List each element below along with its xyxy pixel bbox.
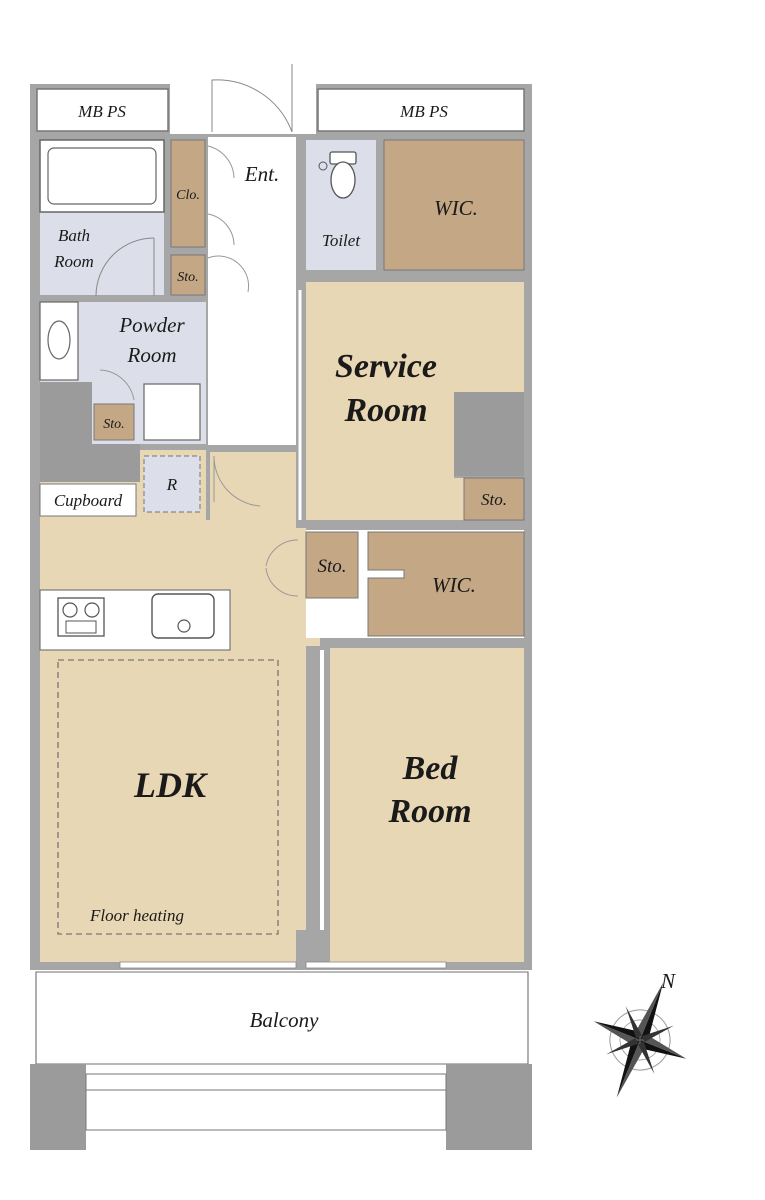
storage-powder-label: Sto. <box>103 417 124 432</box>
storage-powder <box>93 403 135 441</box>
service-room <box>306 282 524 520</box>
service-label-line1: Service <box>335 348 437 385</box>
bath-label-line2: Room <box>53 252 94 271</box>
mid-door-swing <box>265 539 299 597</box>
balcony-pillar-left <box>30 1064 86 1150</box>
ldk-floor <box>40 450 320 962</box>
refrigerator-label: R <box>166 475 178 494</box>
bathtub-inner <box>47 147 157 205</box>
ldk-label: LDK <box>133 765 209 805</box>
bath-label-line1: Bath <box>58 226 90 245</box>
powder-label-line2: Room <box>127 343 177 367</box>
balcony <box>35 971 529 1065</box>
closet-door-swing <box>207 145 235 246</box>
washbasin-bowl <box>47 320 71 360</box>
mbps-right-label: MB PS <box>399 102 448 121</box>
wic-mid-label: WIC. <box>432 573 476 597</box>
toilet-label: Toilet <box>322 231 361 250</box>
cupboard-label: Cupboard <box>54 491 123 510</box>
bed-label-line2: Room <box>387 793 471 830</box>
entrance-label: Ent. <box>244 162 279 186</box>
window-ldk <box>119 961 297 969</box>
bed-label-line1: Bed <box>402 750 459 787</box>
storage-entry-label: Sto. <box>177 270 198 285</box>
refrigerator <box>143 455 201 513</box>
closet <box>170 139 206 248</box>
closet-label: Clo. <box>176 188 200 203</box>
mbps-left-box <box>36 88 169 132</box>
storage-service <box>463 477 525 521</box>
balcony-rail <box>85 1073 447 1131</box>
wic-top-label: WIC. <box>434 196 478 220</box>
floor-heating-label: Floor heating <box>89 906 184 925</box>
powder-label-line1: Powder <box>118 313 185 337</box>
storage-entry <box>170 254 206 296</box>
wic-top <box>383 139 525 271</box>
entrance-door-swing <box>211 79 293 133</box>
ldk-door-swing <box>213 455 261 507</box>
balcony-pillar-right <box>446 1064 532 1150</box>
toilet-icon <box>318 151 357 199</box>
bed-room <box>330 648 524 962</box>
storage-mid-label: Sto. <box>317 556 346 577</box>
mbps-left-label: MB PS <box>77 102 126 121</box>
window-bed <box>305 961 447 969</box>
bath-door-swing <box>95 237 155 297</box>
floor-heating-zone <box>57 659 279 935</box>
washing-machine-area <box>143 383 201 441</box>
mbps-right-box <box>317 88 525 132</box>
balcony-label: Balcony <box>250 1008 319 1032</box>
pillar-left-2 <box>40 444 140 482</box>
entrance-floor <box>208 137 296 215</box>
storage-service-label: Sto. <box>481 490 507 509</box>
pillar-service <box>454 392 524 476</box>
service-label-line2: Room <box>343 392 427 429</box>
storage-mid <box>305 531 359 599</box>
storage-door-swing <box>207 255 250 293</box>
wic-mid <box>367 531 525 637</box>
compass-north-label: N <box>660 969 676 993</box>
powder-door-swing <box>99 369 135 401</box>
corridor-floor <box>208 215 296 445</box>
stove-icon <box>57 597 105 637</box>
compass-rose-icon <box>593 982 687 1098</box>
entrance-opening <box>170 84 316 134</box>
cupboard <box>39 483 137 517</box>
sink-icon <box>151 593 215 639</box>
